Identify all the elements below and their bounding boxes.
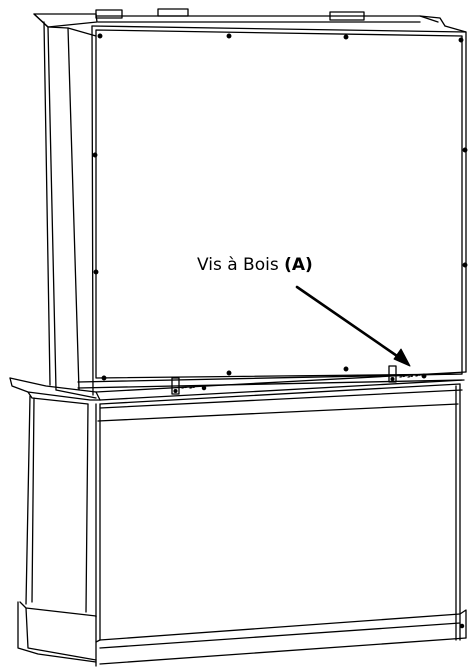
callout-arrow: [297, 287, 410, 366]
screw-callout-text: Vis à Bois: [197, 255, 279, 275]
base-plinth: [18, 602, 466, 666]
hutch-left-side-panel: [44, 22, 96, 398]
base-front-frame: [98, 384, 465, 640]
hutch-top-crown: [34, 9, 445, 27]
hutch-back-panel: [92, 22, 466, 395]
base-left-side-panel: [26, 396, 96, 617]
screw-callout-id: (A): [284, 255, 313, 275]
screw-callout-label: Vis à Bois (A): [197, 255, 313, 275]
hutch-right-side-edge: [445, 26, 466, 32]
back-panel-nails: [92, 33, 468, 381]
base-top-molding: [10, 372, 466, 404]
